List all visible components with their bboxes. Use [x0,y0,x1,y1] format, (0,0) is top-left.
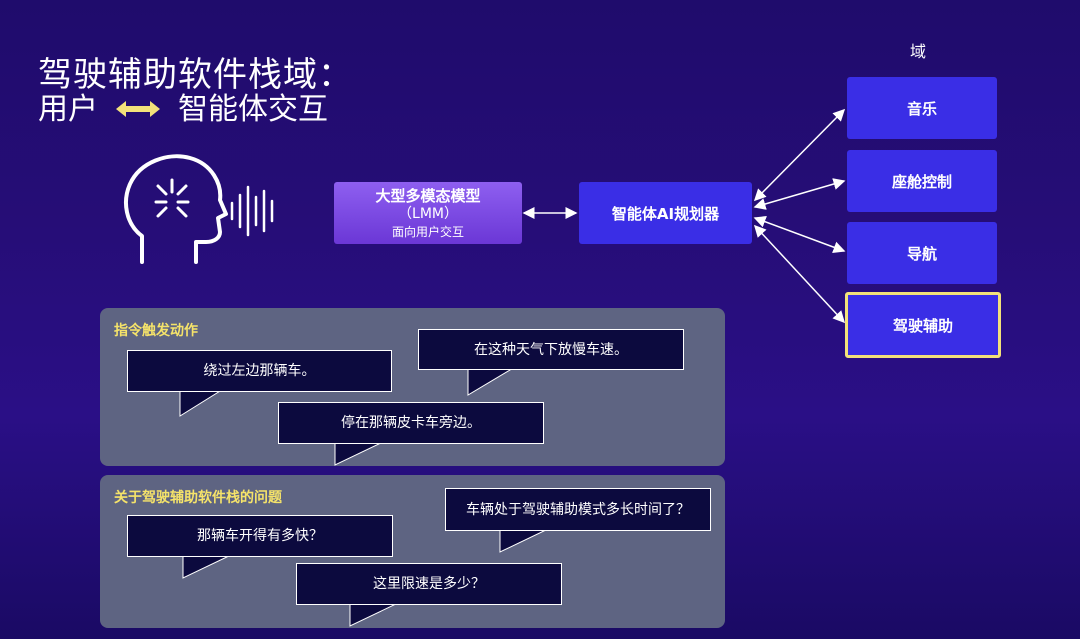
lmm-caption: 面向用户交互 [391,225,464,239]
speech-bubble: 在这种天气下放慢车速。 [418,329,684,370]
bubble-tail [467,367,516,396]
bubble-text: 车辆处于驾驶辅助模式多长时间了？ [466,501,690,518]
bubble-tail [499,528,551,553]
domain-label: 驾驶辅助 [892,316,953,335]
domain-navigation: 导航 [847,222,997,284]
bubble-tail [182,554,234,579]
domain-label: 导航 [906,244,937,263]
speech-bubble: 这里限速是多少？ [296,563,562,605]
speech-bubble: 车辆处于驾驶辅助模式多长时间了？ [445,488,711,531]
bubble-text: 这里限速是多少？ [373,576,485,592]
planner-label: 智能体AI规划器 [611,204,720,223]
domain-driver-assist: 驾驶辅助 [845,292,1001,358]
bubble-text: 绕过左边那辆车。 [203,363,316,379]
sound-wave-icon [228,183,280,243]
questions-panel-title: 关于驾驶辅助软件栈的问题 [114,490,282,506]
lmm-box: 大型多模态模型 （LMM） 面向用户交互 [334,182,522,244]
speech-bubble: 绕过左边那辆车。 [127,350,392,392]
domain-music: 音乐 [847,77,997,139]
bubble-tail [334,441,386,466]
human-head-icon [120,150,230,274]
questions-panel: 关于驾驶辅助软件栈的问题 那辆车开得有多快？ 车辆处于驾驶辅助模式多长时间了？ … [100,475,725,628]
trigger-panel: 指令触发动作 绕过左边那辆车。 在这种天气下放慢车速。 停在那辆皮卡车旁边。 [100,308,725,466]
subtitle-user: 用户 [38,92,98,127]
bubble-text: 在这种天气下放慢车速。 [474,341,628,358]
speech-bubble: 停在那辆皮卡车旁边。 [278,402,544,444]
page-subtitle: 用户 智能体交互 [38,92,328,128]
subtitle-agent: 智能体交互 [178,92,328,127]
ai-planner-box: 智能体AI规划器 [579,182,752,244]
arrow-to-cabin [753,178,846,210]
page-title: 驾驶辅助软件栈域： [38,55,353,95]
domain-cabin-control: 座舱控制 [847,150,997,212]
speech-bubble: 那辆车开得有多快？ [127,515,393,557]
double-arrow-icon [116,92,160,128]
bubble-text: 那辆车开得有多快？ [197,528,323,544]
domain-label: 座舱控制 [891,172,952,191]
arrow-to-music [753,108,846,202]
bubble-tail [349,602,401,627]
arrow-to-assist [753,224,846,324]
bubble-text: 停在那辆皮卡车旁边。 [341,415,481,431]
trigger-panel-title: 指令触发动作 [114,323,198,339]
domain-label: 音乐 [906,99,937,118]
lmm-abbrev: （LMM） [398,206,458,222]
lmm-title: 大型多模态模型 [375,187,481,205]
bubble-tail [179,388,226,417]
arrow-to-nav [753,216,846,253]
domains-header: 域 [910,42,927,61]
